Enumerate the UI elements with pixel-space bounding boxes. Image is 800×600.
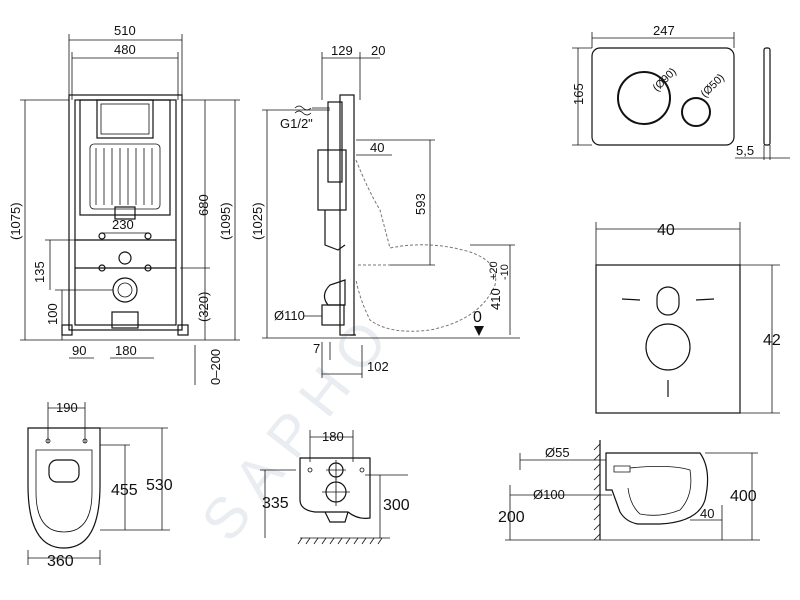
dim-300: 300 xyxy=(383,497,410,514)
dim-360: 360 xyxy=(47,553,74,570)
dim-410-tol-plus: +20 xyxy=(488,261,500,280)
pad-width: 40 xyxy=(657,222,675,239)
pad-height: 42 xyxy=(763,332,781,349)
dim-20: 20 xyxy=(371,43,385,58)
dim-530: 530 xyxy=(146,477,173,494)
water-inlet-icon xyxy=(326,460,346,480)
diam-110: Ø110 xyxy=(274,308,305,323)
flush-button-large xyxy=(617,71,671,125)
diam-55: Ø55 xyxy=(545,445,570,460)
dim-180: 180 xyxy=(115,343,137,358)
dim-320: (320) xyxy=(196,292,211,322)
dim-40-side: 40 xyxy=(370,140,384,155)
dim-100: 100 xyxy=(45,303,60,325)
diam-100: Ø100 xyxy=(533,487,565,502)
dim-180-back: 180 xyxy=(322,429,344,444)
dim-200-side: 200 xyxy=(498,509,525,526)
plate-width: 247 xyxy=(653,23,675,38)
dim-400: 400 xyxy=(730,488,757,505)
diam-90: (Ø90) xyxy=(651,66,679,94)
dim-680: 680 xyxy=(196,194,211,216)
dim-190: 190 xyxy=(56,400,78,415)
dim-135: 135 xyxy=(32,261,47,283)
flush-button-small xyxy=(681,97,711,127)
flush-plate: 247 165 (Ø90) (Ø50) 5,5 xyxy=(571,23,790,160)
dim-40-bowl: 40 xyxy=(700,506,714,521)
dim-7: 7 xyxy=(313,341,320,356)
frame-front-view: 510 480 23 xyxy=(8,23,240,385)
watermark-logo: SAPHO xyxy=(189,298,408,553)
dim-1095: (1095) xyxy=(218,202,233,240)
bowl-back-view: 180 335 300 xyxy=(260,429,410,545)
diam-50: (Ø50) xyxy=(699,72,727,100)
dim-510: 510 xyxy=(114,23,136,38)
dim-90: 90 xyxy=(72,343,86,358)
thread-label: G1/2" xyxy=(280,116,313,131)
dim-410: 410 xyxy=(488,288,503,310)
dim-0-200: 0–200 xyxy=(208,349,223,385)
dim-480: 480 xyxy=(114,42,136,57)
floor-zero: 0 xyxy=(473,309,482,326)
plate-depth: 5,5 xyxy=(736,143,754,158)
dim-455: 455 xyxy=(111,482,138,499)
plate-height: 165 xyxy=(571,83,586,105)
dim-593: 593 xyxy=(413,193,428,215)
bowl-top-view: 190 455 530 360 xyxy=(27,400,173,570)
sound-pad: 40 42 xyxy=(595,222,781,414)
dim-230: 230 xyxy=(112,217,134,232)
dim-410-tol-minus: -10 xyxy=(499,264,511,280)
dim-335: 335 xyxy=(262,495,289,512)
waste-outlet-icon xyxy=(322,478,350,506)
frame-side-view: 129 20 G1/2" 40 (1025) 593 410 xyxy=(250,43,520,378)
dim-1025: (1025) xyxy=(250,202,265,240)
dim-102: 102 xyxy=(367,359,389,374)
dim-129: 129 xyxy=(331,43,353,58)
bowl-side-view: Ø55 Ø100 200 400 40 xyxy=(498,440,760,541)
floor-marker-icon xyxy=(474,326,484,336)
dim-1075: (1075) xyxy=(8,202,23,240)
